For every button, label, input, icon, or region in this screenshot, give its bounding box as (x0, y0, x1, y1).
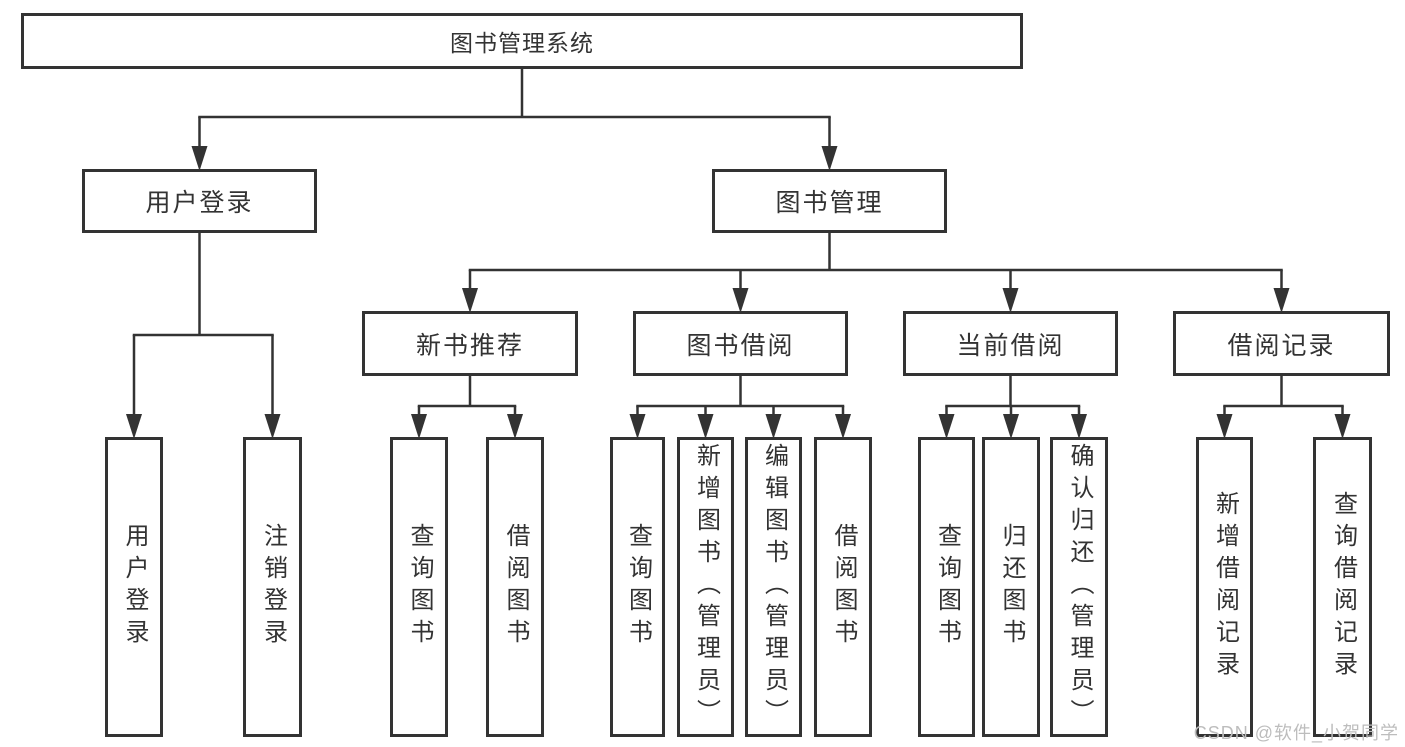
edge-arrowhead (1003, 414, 1019, 439)
node-leaf-nb-borrow: 借阅图书 (486, 437, 544, 737)
edge-arrowhead (264, 414, 281, 439)
node-root: 图书管理系统 (21, 13, 1023, 69)
node-new-book-rec: 新书推荐 (362, 311, 578, 376)
node-leaf-nb-query: 查询图书 (390, 437, 448, 737)
edge-arrowhead (462, 288, 478, 313)
node-borrow-record: 借阅记录 (1173, 311, 1390, 376)
edge-arrowhead (732, 288, 749, 313)
edge-arrowhead (938, 414, 955, 439)
edge-arrowhead (1216, 414, 1233, 439)
edge-arrowhead (411, 414, 427, 439)
node-leaf-logout: 注销登录 (243, 437, 302, 737)
edge-arrowhead (507, 414, 523, 439)
node-leaf-cb-confirm: 确认归还（管理员） (1050, 437, 1108, 737)
edge-arrowhead (835, 414, 851, 439)
edge-arrowhead (1273, 288, 1290, 313)
node-leaf-user-login: 用户登录 (105, 437, 163, 737)
edge-arrowhead (126, 414, 142, 439)
node-leaf-cb-return: 归还图书 (982, 437, 1040, 737)
node-leaf-br-query: 查询借阅记录 (1313, 437, 1372, 737)
edge-arrowhead (821, 146, 838, 171)
node-user-login: 用户登录 (82, 169, 317, 233)
edge-arrowhead (765, 414, 782, 439)
edge-arrowhead (1334, 414, 1351, 439)
node-book-mgmt: 图书管理 (712, 169, 947, 233)
node-leaf-bb-edit: 编辑图书（管理员） (745, 437, 802, 737)
node-leaf-cb-query: 查询图书 (918, 437, 975, 737)
edge-arrowhead (697, 414, 714, 439)
node-leaf-bb-borrow: 借阅图书 (814, 437, 872, 737)
edge-arrowhead (191, 146, 208, 171)
edge-arrowhead (1071, 414, 1087, 439)
watermark: CSDN @软件_小贺同学 (1193, 723, 1399, 743)
node-leaf-br-add: 新增借阅记录 (1196, 437, 1253, 737)
node-book-borrow: 图书借阅 (633, 311, 848, 376)
node-leaf-bb-add: 新增图书（管理员） (677, 437, 734, 737)
edge-arrowhead (629, 414, 646, 439)
node-current-borrow: 当前借阅 (903, 311, 1118, 376)
edge-arrowhead (1002, 288, 1019, 313)
node-leaf-bb-query: 查询图书 (610, 437, 665, 737)
